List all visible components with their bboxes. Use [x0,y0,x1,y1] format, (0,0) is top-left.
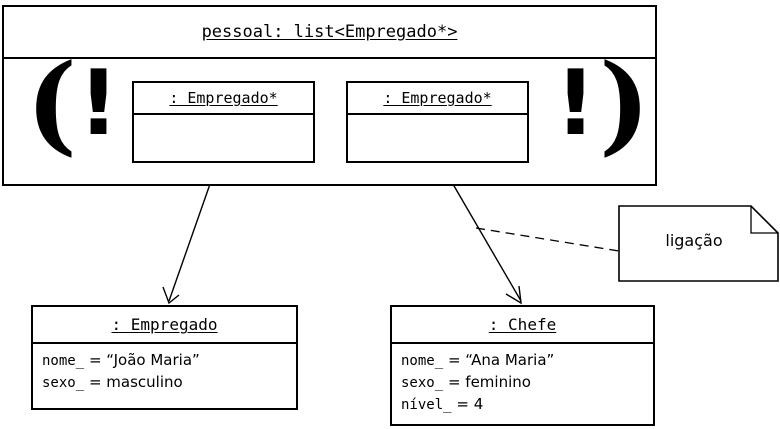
chefe-attributes: nome_ = “Ana Maria” sexo_ = feminino nív… [392,344,653,416]
attribute-value: “João Maria” [106,351,200,369]
empregado-divider [33,342,296,344]
paren-close-glyph: ) [599,41,651,167]
exclamation-left-glyph: ! [78,51,120,156]
pointer-2-title: : Empregado* [383,89,492,107]
note-shape-icon [618,205,779,282]
pointer-box-empregado-2[interactable]: : Empregado* [346,81,529,163]
pessoal-title: pessoal: list<Empregado*> [201,22,458,42]
empregado-title: : Empregado [111,315,218,334]
pointer-1-body [134,115,313,163]
attribute-name: sexo_ [42,375,85,391]
chefe-divider [392,342,653,344]
pessoal-body: ( ! : Empregado* : Empregado* ! ) [4,50,655,186]
attribute-row: sexo_ = feminino [401,372,653,394]
pointer-box-empregado-1[interactable]: : Empregado* [132,81,315,163]
object-box-empregado[interactable]: : Empregado nome_ = “João Maria” sexo_ =… [31,305,298,410]
attribute-row: nome_ = “Ana Maria” [401,350,653,372]
attribute-equals: = [447,373,461,391]
attribute-value: “Ana Maria” [465,351,555,369]
pessoal-divider [4,57,655,59]
note-label: ligação [665,231,723,250]
attribute-equals: = [88,351,102,369]
chefe-title: : Chefe [488,315,557,334]
attribute-name: nome_ [42,353,85,369]
attribute-equals: = [88,373,102,391]
attribute-value: 4 [473,395,484,413]
attribute-value: feminino [465,373,531,391]
arrow-pointer1-to-empregado [162,166,217,305]
attribute-row: nome_ = “João Maria” [42,350,296,372]
attribute-name: nome_ [401,353,444,369]
pointer-2-divider [348,113,527,115]
pointer-2-body [348,115,527,163]
note-ligacao[interactable]: ligação [618,205,780,282]
attribute-equals: = [456,395,469,413]
attribute-equals: = [447,351,461,369]
empregado-attributes: nome_ = “João Maria” sexo_ = masculino [33,344,296,394]
attribute-row: nível_ = 4 [401,394,653,416]
exclamation-right-glyph: ! [555,51,597,156]
attribute-name: sexo_ [401,375,444,391]
pointer-1-divider [134,113,313,115]
note-anchor-dashed-line [475,227,620,252]
object-box-pessoal[interactable]: pessoal: list<Empregado*> ( ! : Empregad… [2,5,657,186]
pointer-1-title: : Empregado* [169,89,278,107]
object-box-chefe[interactable]: : Chefe nome_ = “Ana Maria” sexo_ = femi… [390,305,655,426]
arrow-pointer2-to-chefe [442,166,522,305]
attribute-value: masculino [106,373,183,391]
attribute-row: sexo_ = masculino [42,372,296,394]
paren-open-glyph: ( [26,41,78,167]
attribute-name: nível_ [401,397,452,413]
